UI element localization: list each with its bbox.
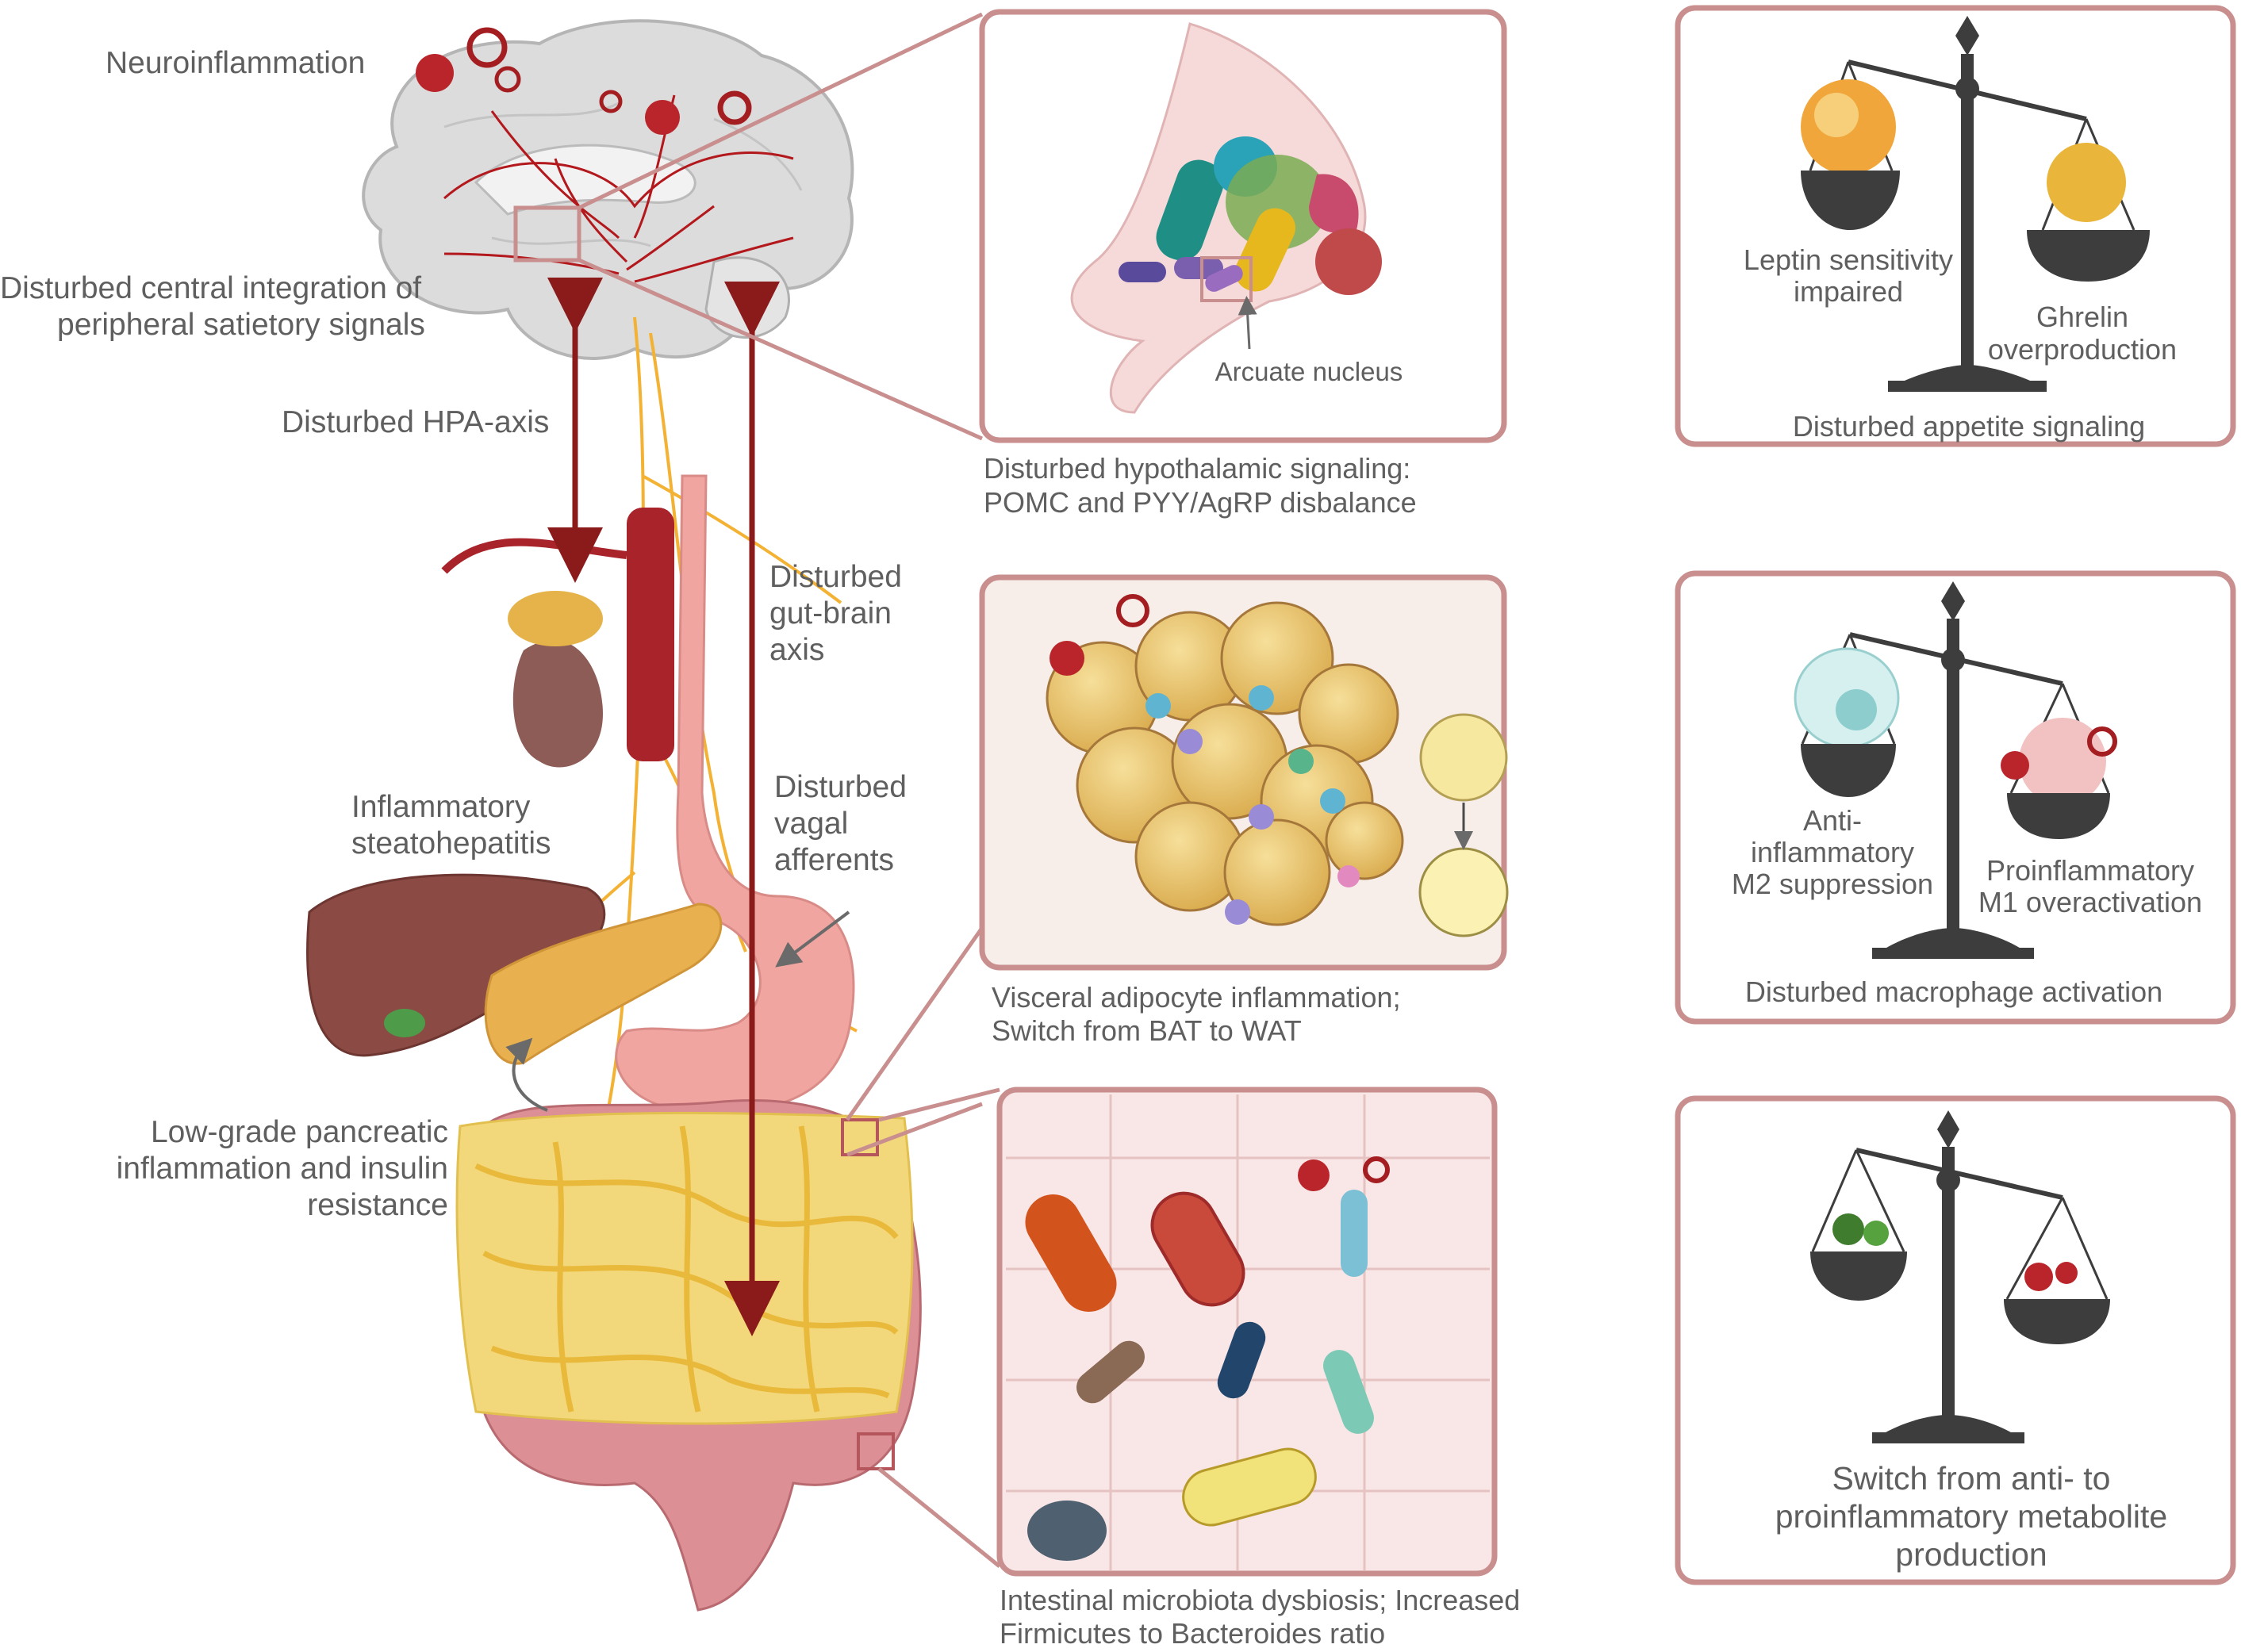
label-steato-1: Inflammatory [351, 790, 531, 824]
brain-gut-arrows [547, 278, 780, 1336]
label-neuroinflammation: Neuroinflammation [106, 46, 365, 80]
panel-metabolite-scale [1675, 1095, 2236, 1585]
panel-adipose [979, 574, 1509, 971]
panel-hypothalamus: Arcuate nucleus [979, 9, 1507, 443]
label-arcuate-nucleus: Arcuate nucleus [1215, 357, 1403, 386]
label-vagal-1: Disturbed [774, 770, 907, 804]
appetite-left-1: Leptin sensitivity [1744, 243, 1953, 276]
brain [362, 19, 854, 360]
pointer-arrows [505, 910, 850, 1112]
caption-microbiota-1: Intestinal microbiota dysbiosis; Increas… [1000, 1584, 1520, 1616]
macrophage-right-1: Proinflammatory [1986, 854, 2194, 887]
macrophage-right-2: M1 overactivation [1978, 886, 2202, 918]
macrophage-title: Disturbed macrophage activation [1745, 975, 2162, 1008]
liver-pancreas [306, 873, 723, 1065]
metabolite-title-3: production [1895, 1536, 2047, 1573]
zoom-connectors [578, 12, 1001, 1568]
label-steato-2: steatohepatitis [351, 826, 551, 860]
metabolite-title-2: proinflammatory metabolite [1775, 1498, 2167, 1535]
label-central-integration-2: peripheral satietory signals [57, 308, 425, 342]
appetite-right-2: overproduction [1988, 333, 2177, 366]
caption-hypothalamus-1: Disturbed hypothalamic signaling: [984, 452, 1410, 485]
metabolite-title-1: Switch from anti- to [1832, 1460, 2111, 1497]
panel-macrophage-scale [1675, 570, 2236, 1025]
appetite-title: Disturbed appetite signaling [1793, 410, 2145, 443]
label-vagal-2: vagal [774, 807, 848, 841]
label-pancreatic-3: resistance [307, 1188, 448, 1222]
macrophage-left-2: inflammatory [1751, 836, 1914, 868]
label-pancreatic-1: Low-grade pancreatic [151, 1115, 448, 1149]
macrophage-left-3: M2 suppression [1732, 868, 1933, 900]
label-vagal-3: afferents [774, 843, 894, 877]
appetite-left-2: impaired [1794, 275, 1903, 308]
caption-hypothalamus-2: POMC and PYY/AgRP disbalance [984, 486, 1417, 519]
label-gut-brain-3: axis [769, 633, 824, 667]
label-pancreatic-2: inflammation and insulin [117, 1152, 448, 1186]
aorta-and-kidney [441, 508, 674, 768]
label-central-integration-1: Disturbed central integration of [0, 271, 421, 305]
caption-microbiota-2: Firmicutes to Bacteroides ratio [1000, 1617, 1385, 1650]
macrophage-left-1: Anti- [1803, 804, 1862, 837]
caption-adipose-1: Visceral adipocyte inflammation; [992, 981, 1401, 1014]
intestines [455, 1099, 922, 1612]
caption-adipose-2: Switch from BAT to WAT [992, 1014, 1302, 1047]
appetite-right-1: Ghrelin [2036, 301, 2128, 333]
panel-microbiota [996, 1087, 1498, 1577]
label-gut-brain-2: gut-brain [769, 596, 892, 631]
label-gut-brain-1: Disturbed [769, 560, 902, 594]
label-hpa-axis: Disturbed HPA-axis [282, 405, 549, 439]
panel-appetite-scale [1675, 5, 2236, 447]
